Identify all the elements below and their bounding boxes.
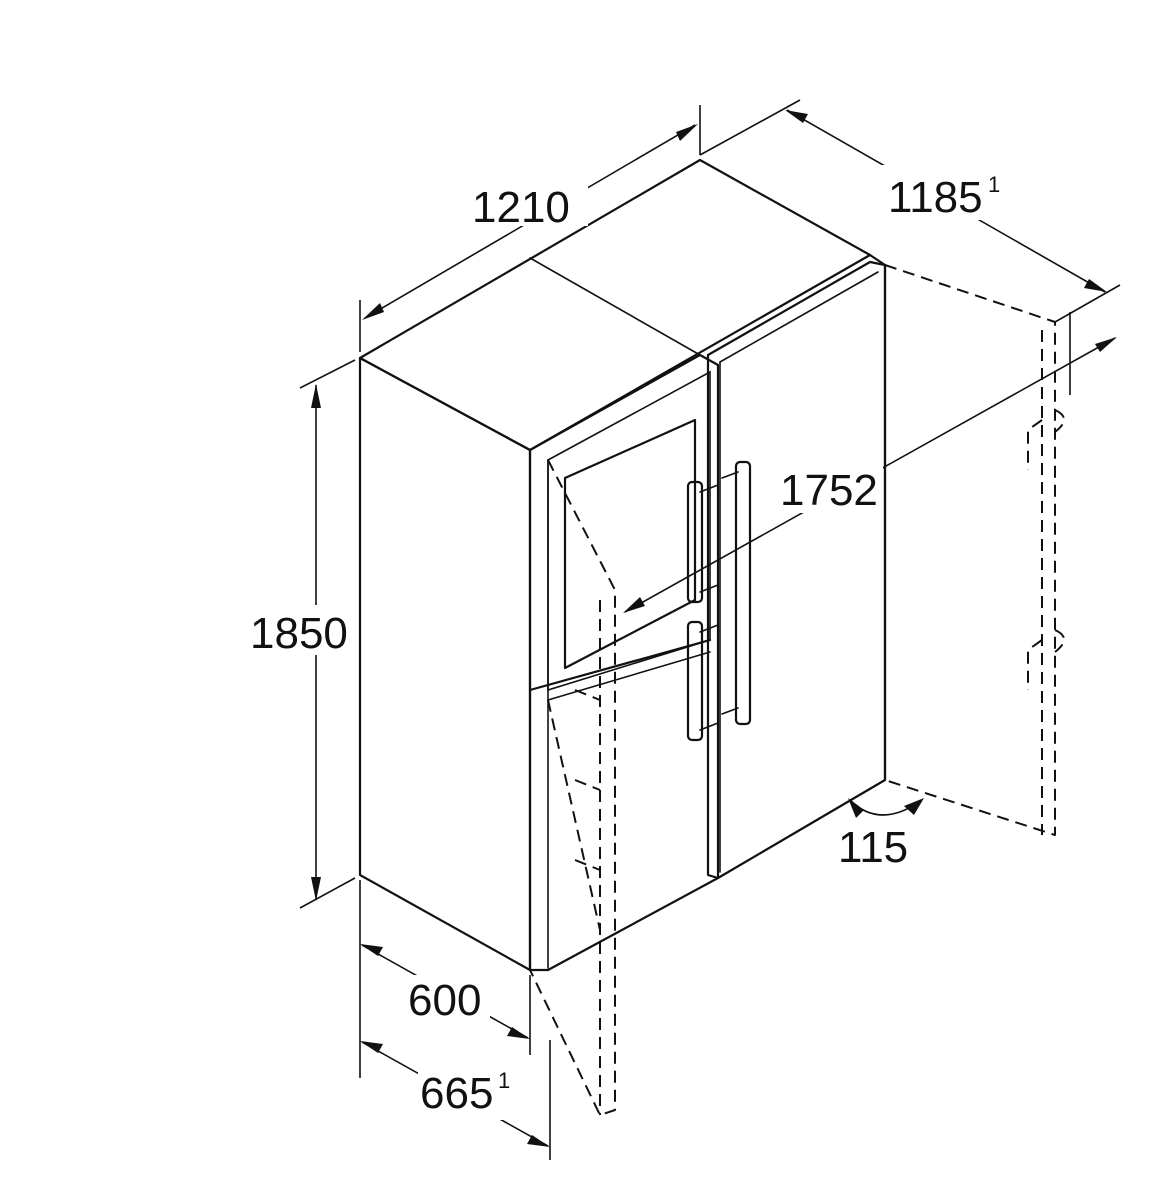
right-unit-front (706, 260, 887, 880)
cabinet-body (358, 158, 887, 972)
dim-label-depth-doors: 1185 (888, 173, 983, 222)
dim-label-width: 1210 (472, 183, 570, 232)
dimension-width (359, 105, 701, 352)
open-door-outline-left (529, 459, 616, 1116)
dim-note-depth-doors: 1 (988, 172, 1000, 197)
dimension-depth (359, 880, 531, 1078)
door-handles (686, 460, 752, 742)
dimension-open-door (623, 312, 1117, 613)
dim-label-height: 1850 (250, 609, 348, 658)
dimension-height (250, 359, 358, 909)
open-door-outline-right (884, 264, 1065, 836)
left-unit-front (528, 353, 720, 972)
dim-label-depth-handle: 665 (420, 1069, 493, 1118)
dim-note-depth-handle: 1 (498, 1068, 510, 1093)
dim-label-open-door: 1752 (780, 466, 878, 515)
dimension-depth-doors (699, 99, 1121, 323)
dim-label-door-angle: 115 (838, 823, 908, 872)
door-angle-arc (848, 798, 924, 818)
dimension-depth-handle (360, 1040, 551, 1160)
dim-label-depth: 600 (408, 976, 481, 1025)
